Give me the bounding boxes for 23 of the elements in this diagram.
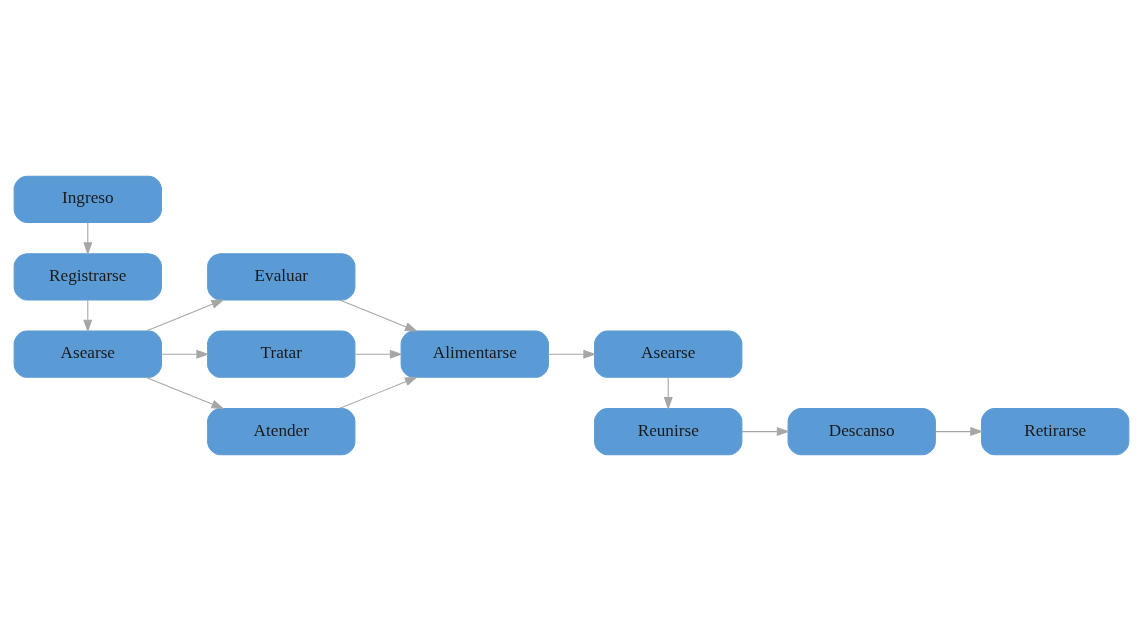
- node-box: Evaluar: [207, 252, 356, 300]
- arrow: [741, 426, 790, 436]
- arrow: [145, 298, 225, 331]
- arrow: [83, 299, 93, 333]
- arrow: [145, 376, 225, 409]
- arrow: [934, 426, 984, 436]
- arrow: [83, 221, 93, 255]
- node-box: Asearse: [13, 330, 162, 378]
- node-box: Registrarse: [13, 252, 162, 300]
- arrow: [160, 349, 210, 359]
- node-box: Reunirse: [594, 407, 743, 455]
- arrow: [354, 349, 403, 359]
- node-box: Tratar: [207, 330, 356, 378]
- arrow: [339, 376, 418, 409]
- node-box: Retirarse: [981, 407, 1130, 455]
- arrow: [663, 376, 673, 410]
- arrow: [547, 349, 597, 359]
- node-box: Ingreso: [13, 175, 162, 223]
- arrow: [339, 299, 418, 332]
- node-box: Descanso: [787, 407, 936, 455]
- node-box: Asearse: [594, 330, 743, 378]
- node-box: Atender: [207, 407, 356, 455]
- node-box: Alimentarse: [400, 330, 549, 378]
